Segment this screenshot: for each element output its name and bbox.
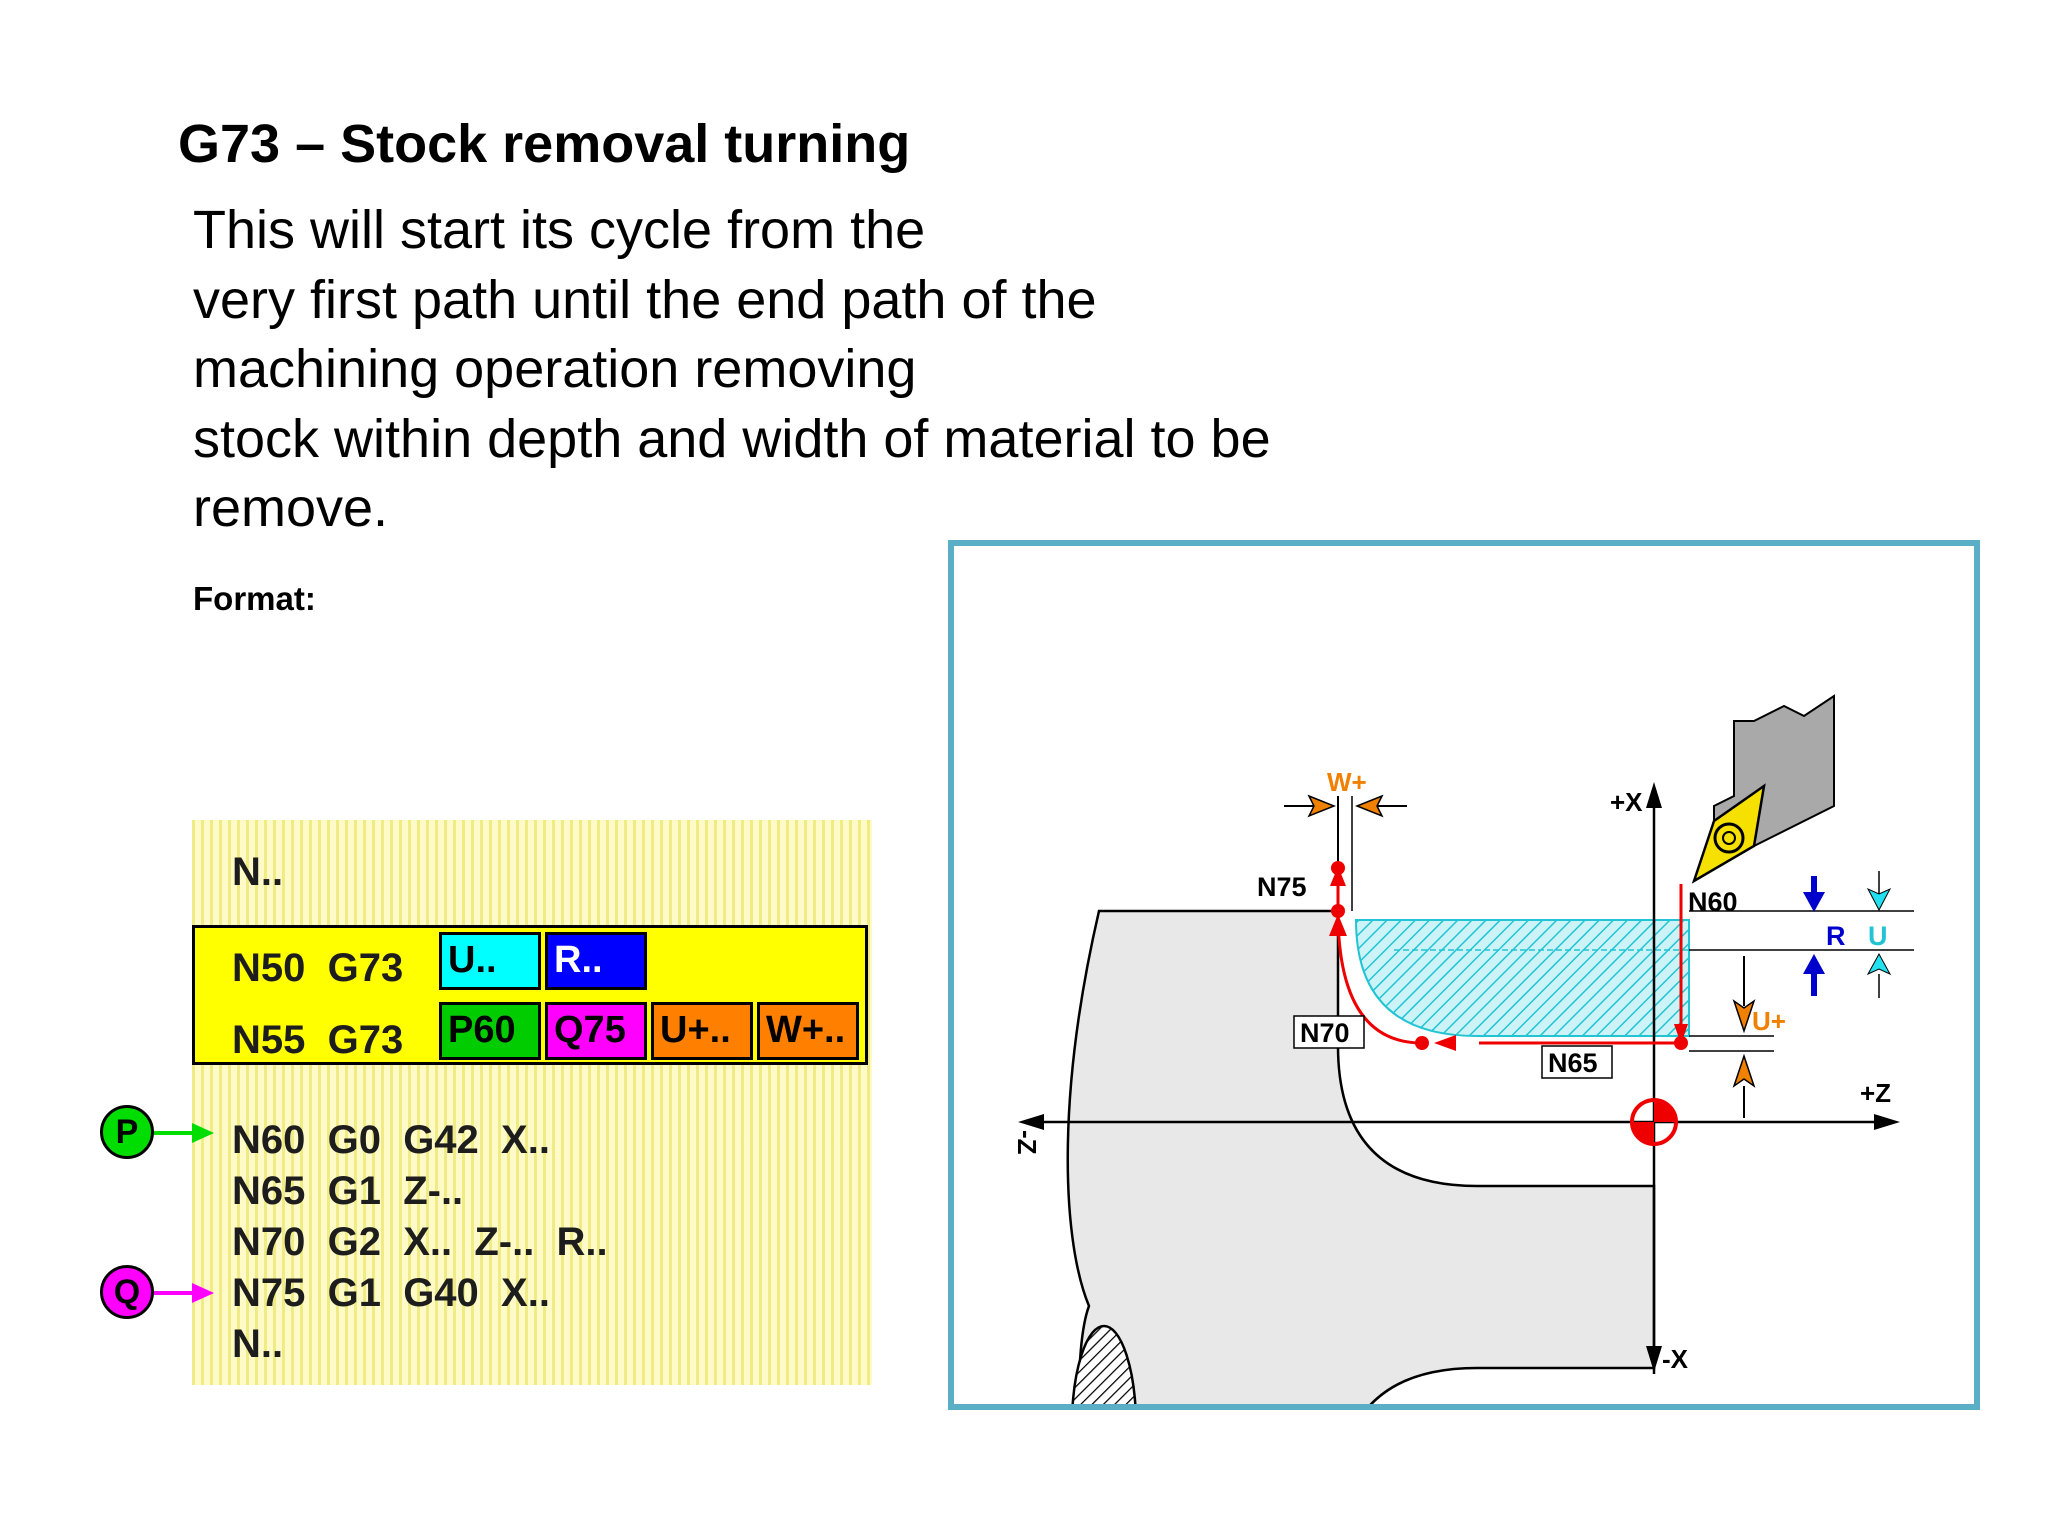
marker-q: Q [100, 1265, 154, 1319]
x-axis-arrow-minus [1646, 1346, 1662, 1372]
g73-cycle-block: N50 G73 U.. R.. N55 G73 P60 Q75 U+.. W+.… [192, 925, 868, 1065]
description-line: very first path until the end path of th… [193, 269, 1097, 330]
param-u: U.. [439, 932, 541, 990]
z-axis-arrow-minus [1018, 1114, 1044, 1130]
label-w-plus: W+ [1327, 767, 1367, 797]
description-line: machining operation removing [193, 339, 917, 399]
toolpath-point [1331, 904, 1345, 918]
toolpath-n70 [1336, 910, 1423, 1045]
tool-insert [1691, 783, 1766, 884]
toolpath-point [1331, 861, 1345, 875]
program-line-n70: N70 G2 X.. Z-.. R.. [232, 1220, 608, 1264]
tool-insert-screw-center [1722, 831, 1736, 845]
u-cyan-arrow-up [1866, 952, 1892, 976]
param-r: R.. [545, 932, 647, 990]
toolpath-n75-arrow [1330, 866, 1346, 886]
description-line: remove. [193, 478, 389, 538]
param-w-plus: W+.. [757, 1002, 859, 1060]
marker-p-arrowhead [192, 1123, 214, 1143]
tool-insert-screw [1713, 822, 1745, 854]
label-n65: N65 [1548, 1048, 1598, 1078]
x-axis-arrow-plus [1646, 782, 1662, 808]
param-u-plus: U+.. [651, 1002, 753, 1060]
r-arrow-up [1803, 954, 1825, 974]
toolpath-n70-arrow [1329, 914, 1347, 936]
w-arrow-left [1307, 794, 1337, 818]
turning-diagram: +X -X +Z -Z N60 N65 N70 N75 W+ U+ R U [1012, 694, 1914, 1528]
origin-quadrant [1654, 1100, 1676, 1122]
origin-quadrant [1632, 1122, 1654, 1144]
u-cyan-arrow-down [1866, 887, 1892, 912]
label-n65-box [1541, 1045, 1613, 1079]
description-line: This will start its cycle from the [193, 200, 926, 260]
param-p: P60 [439, 1002, 541, 1060]
param-q: Q75 [545, 1002, 647, 1060]
axis-label-minus-z: -Z [1012, 1130, 1042, 1155]
label-n60: N60 [1688, 887, 1738, 917]
toolpath-n65-arrow [1434, 1035, 1456, 1051]
program-line-n75: N75 G1 G40 X.. [232, 1271, 550, 1315]
marker-q-arrow [154, 1291, 194, 1295]
format-label: Format: [193, 580, 316, 617]
label-n70: N70 [1300, 1018, 1350, 1048]
label-u: U [1868, 921, 1888, 951]
toolpath-point [1415, 1036, 1429, 1050]
diagram-frame: +X -X +Z -Z N60 N65 N70 N75 W+ U+ R U [948, 540, 1980, 1528]
u-arrow-up [1732, 1053, 1756, 1088]
toolpath-point [1674, 1036, 1688, 1050]
label-r: R [1826, 921, 1846, 951]
label-n70-box [1293, 1015, 1365, 1049]
u-arrow-down [1732, 999, 1756, 1034]
label-u-plus: U+ [1752, 1006, 1786, 1036]
page-title: G73 – Stock removal turning [178, 114, 911, 174]
stock-region [1354, 919, 1690, 1037]
marker-p: P [100, 1105, 154, 1159]
r-arrow-down [1803, 892, 1825, 912]
marker-p-arrow [154, 1131, 194, 1135]
program-line-top: N.. [232, 850, 284, 894]
program-line-n60: N60 G0 G42 X.. [232, 1118, 550, 1162]
program-line-n65: N65 G1 Z-.. [232, 1169, 464, 1213]
axis-label-plus-z: +Z [1860, 1078, 1891, 1108]
program-panel: N.. N50 G73 U.. R.. N55 G73 P60 Q75 U+..… [192, 820, 872, 1385]
z-axis-arrow-plus [1874, 1114, 1900, 1130]
description-line: stock within depth and width of material… [193, 408, 1271, 469]
program-line-n50: N50 G73 [232, 946, 404, 990]
program-line-bottom: N.. [232, 1322, 284, 1366]
description: This will start its cycle from the very … [193, 196, 1271, 544]
marker-q-arrowhead [192, 1283, 214, 1303]
w-arrow-right [1354, 794, 1384, 818]
toolpath-n60-arrow [1674, 1024, 1688, 1044]
axis-label-minus-x: -X [1662, 1344, 1689, 1374]
label-n75: N75 [1257, 872, 1307, 902]
program-line-n55: N55 G73 [232, 1018, 404, 1062]
axis-label-plus-x: +X [1610, 787, 1643, 817]
